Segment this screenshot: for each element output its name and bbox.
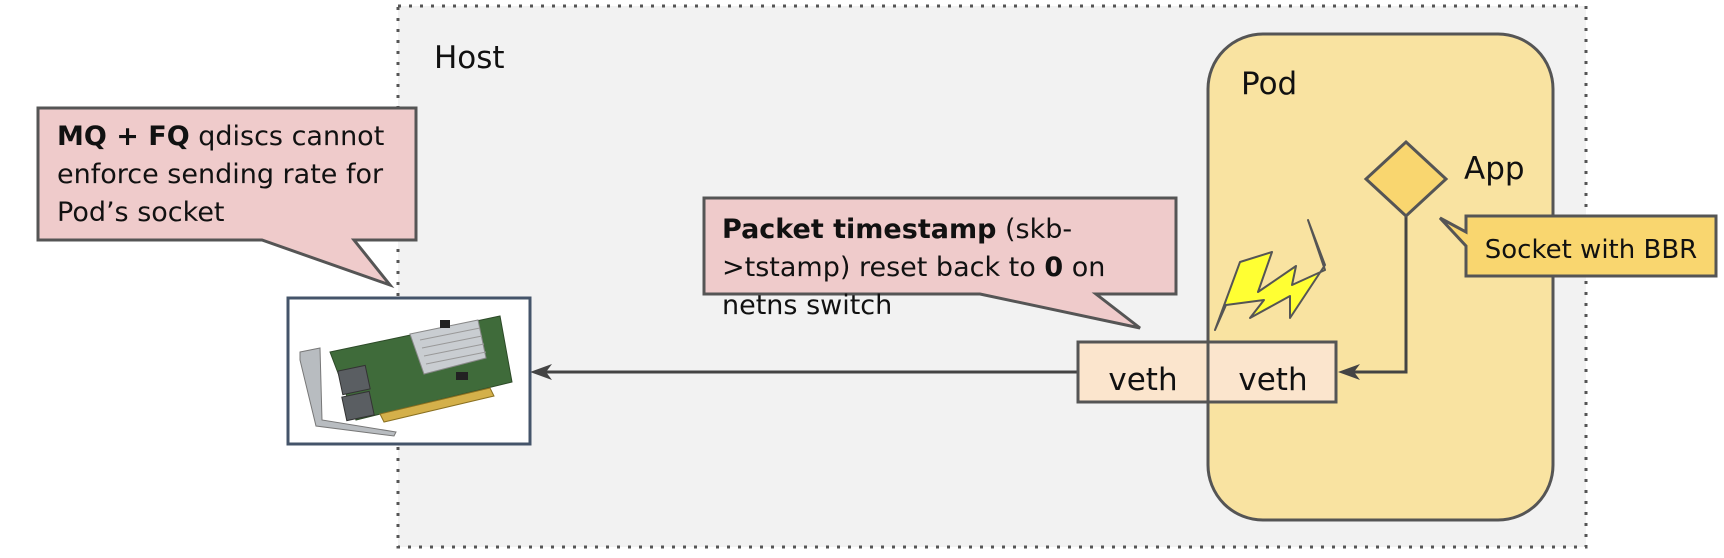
mq-callout-text: MQ + FQ qdiscs cannot enforce sending ra…	[57, 118, 407, 232]
lightning-bolt-icon	[1214, 219, 1326, 331]
timestamp-callout-text: Packet timestamp (skb->tstamp) reset bac…	[722, 211, 1162, 325]
diamond-icon	[1363, 139, 1449, 219]
veth-left-label: veth	[1108, 362, 1178, 398]
veth-left-box	[1076, 340, 1210, 404]
mq-callout-shape	[36, 106, 418, 289]
timestamp-callout-text2: on netns switch	[722, 252, 1106, 321]
timestamp-callout-shape	[702, 196, 1178, 330]
app-to-veth-arrow-head	[1338, 364, 1360, 380]
app-label: App	[1464, 151, 1525, 187]
network-card-image	[299, 315, 513, 437]
mq-callout-bold: MQ + FQ	[57, 121, 190, 152]
timestamp-callout-bold1: Packet timestamp	[722, 214, 997, 245]
socket-label: Socket with BBR	[1484, 235, 1698, 265]
timestamp-callout-bold2: 0	[1044, 252, 1064, 283]
veth-right-label: veth	[1238, 362, 1308, 398]
socket-callout-shape	[1438, 214, 1718, 278]
timestamp-callout-text1: (skb->tstamp) reset back to	[722, 214, 1073, 283]
mq-callout-rest: qdiscs cannot enforce sending rate for P…	[57, 121, 385, 228]
egress-arrow-head	[530, 364, 552, 380]
host-label: Host	[434, 40, 505, 76]
veth-right-box	[1206, 340, 1338, 404]
app-to-veth-connector	[1348, 216, 1408, 374]
pod-label: Pod	[1241, 66, 1298, 102]
